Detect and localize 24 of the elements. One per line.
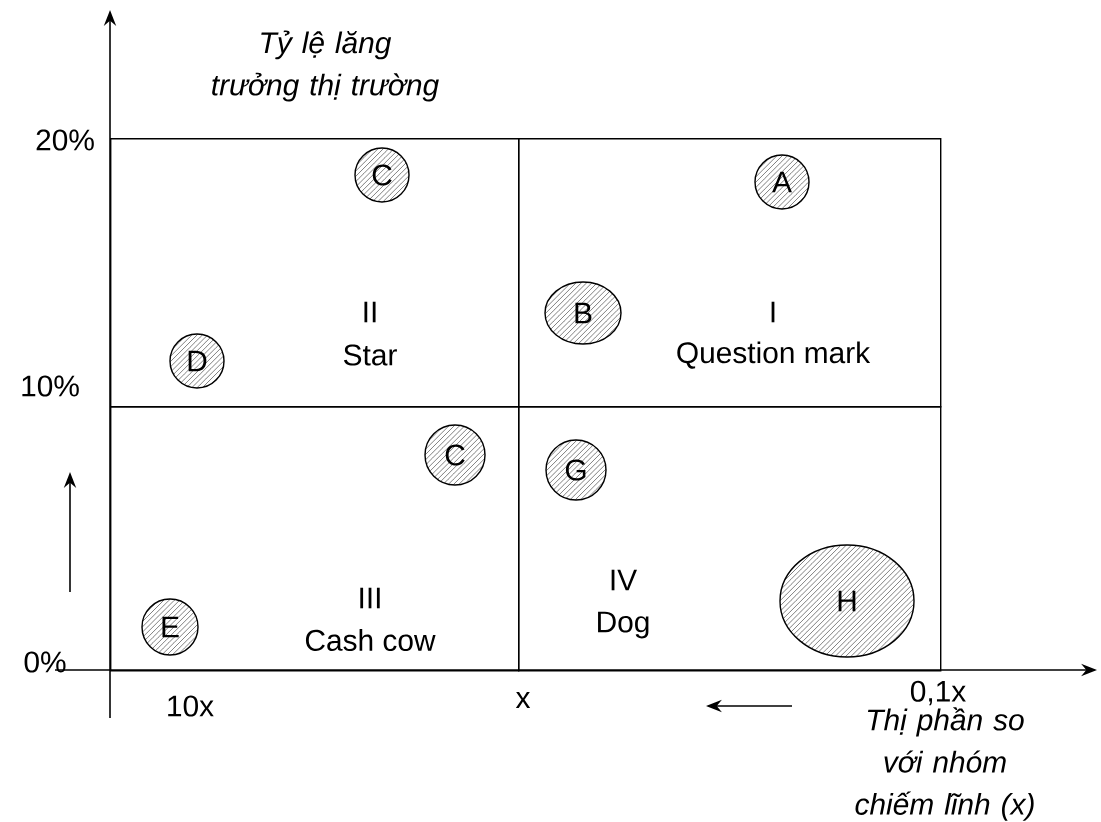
quadrant-name: Cash cow: [305, 629, 436, 651]
tick-label: 0,1x: [910, 680, 966, 706]
quadrant-number: II: [364, 301, 376, 323]
bubble: A: [754, 154, 810, 210]
axis-title: Thị phần so với nhóm chiếm lĩnh (x): [855, 707, 1034, 821]
quadrant-name: Dog: [598, 611, 649, 639]
tick-label: 20%: [36, 129, 94, 151]
bubble: E: [141, 598, 199, 656]
bubble: C: [354, 147, 410, 203]
quadrant-number: III: [360, 587, 380, 609]
tick-label: 0%: [24, 651, 66, 673]
quadrant-number: IV: [611, 569, 637, 591]
tick-label: 10%: [22, 375, 79, 397]
bubble: C: [424, 424, 486, 486]
bubble: H: [779, 544, 915, 658]
quadrant-name: Star: [343, 344, 397, 366]
bubble: G: [545, 439, 607, 501]
quadrant-number: I: [771, 301, 775, 323]
axis-title: Tỷ lệ lăng trưởng thị trường: [212, 30, 439, 102]
tick-label: 10x: [168, 695, 214, 717]
bubble: D: [169, 333, 225, 389]
tick-label: x: [515, 692, 531, 708]
quadrant-name: Question mark: [677, 341, 871, 369]
bubble: B: [544, 281, 622, 345]
